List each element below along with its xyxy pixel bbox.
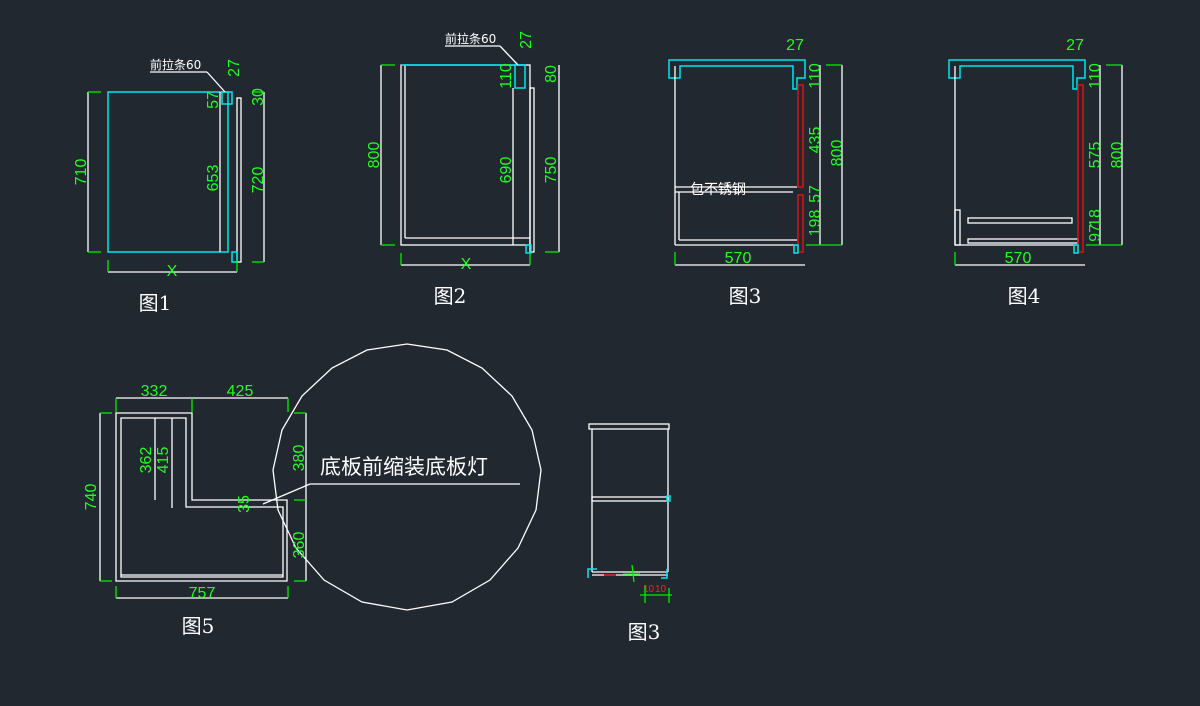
- note-label: 底板前缩装底板灯: [320, 455, 488, 479]
- figure-3: 包不锈钢 27 110 435 57 198 800 570 图3: [668, 37, 846, 308]
- dim-label: 27: [786, 37, 804, 54]
- dim-label: 653: [205, 165, 222, 192]
- dim-label: 18: [1087, 209, 1104, 227]
- door-outline: [107, 91, 229, 253]
- dim-label: 710: [73, 159, 90, 186]
- dim-label: 27: [226, 59, 243, 77]
- dim-label: 415: [155, 447, 172, 474]
- dim-label: X: [167, 263, 178, 280]
- dim-label: 362: [138, 447, 155, 474]
- dim-label: 800: [1109, 142, 1126, 169]
- dim-label: 97: [1087, 224, 1104, 242]
- figure-4: 27 110 575 97 18 800 570 图4: [948, 37, 1126, 308]
- dim-label: 27: [1066, 37, 1084, 54]
- note-label: 前拉条60: [445, 31, 496, 46]
- dim-label: 57: [205, 91, 222, 109]
- dim-label: 800: [829, 140, 846, 167]
- dim-label: 720: [250, 167, 267, 194]
- detail-circle: [272, 343, 542, 611]
- dim-label: 10: [655, 584, 667, 595]
- dim-label: 198: [807, 210, 824, 237]
- dim-label: 35: [236, 495, 253, 513]
- dim-label: 380: [291, 445, 308, 472]
- dim-label: 110: [807, 63, 824, 89]
- dim-label: 570: [725, 250, 752, 267]
- dim-label: 740: [83, 484, 100, 511]
- dim-label: 110: [1087, 63, 1104, 89]
- dim-label: 757: [189, 585, 216, 602]
- figure-6: 10 10 图3: [587, 423, 672, 644]
- dim-label: 27: [518, 31, 535, 49]
- figure-2: 前拉条60 27 800 80 750 110 690 X 图2: [366, 31, 560, 308]
- note-label: 前拉条60: [150, 57, 201, 72]
- front-rail: [221, 91, 233, 105]
- dim-label: 332: [141, 383, 168, 400]
- dim-label: 575: [1087, 142, 1104, 169]
- bottom-piece: [231, 251, 238, 263]
- dim-label: 57: [807, 185, 824, 203]
- side-panel: [236, 97, 242, 263]
- dim-label: 10: [643, 584, 655, 595]
- dim-label: X: [461, 256, 472, 273]
- dim-label: 360: [291, 532, 308, 559]
- dim-label: 80: [543, 65, 560, 83]
- dim-label: 435: [807, 127, 824, 154]
- dim-label: 110: [498, 63, 515, 89]
- dim-label: 690: [498, 157, 515, 184]
- figure-1: 前拉条60 27 710 30 720 57 653 X 图1: [73, 57, 267, 315]
- figure-caption: 图3: [628, 620, 661, 644]
- figure-caption: 图2: [434, 284, 467, 308]
- note-label: 包不锈钢: [690, 182, 746, 198]
- figure-caption: 图4: [1008, 284, 1041, 308]
- dim-label: 425: [227, 383, 254, 400]
- dim-label: 750: [543, 157, 560, 184]
- figure-caption: 图5: [182, 614, 215, 638]
- figure-5: 底板前缩装底板灯 332 425 740 380 360 362 415 35 …: [83, 343, 542, 638]
- figure-caption: 图3: [729, 284, 762, 308]
- dim-label: 30: [250, 88, 267, 106]
- dim-label: 800: [366, 142, 383, 169]
- figure-caption: 图1: [139, 291, 172, 315]
- dim-label: 570: [1005, 250, 1032, 267]
